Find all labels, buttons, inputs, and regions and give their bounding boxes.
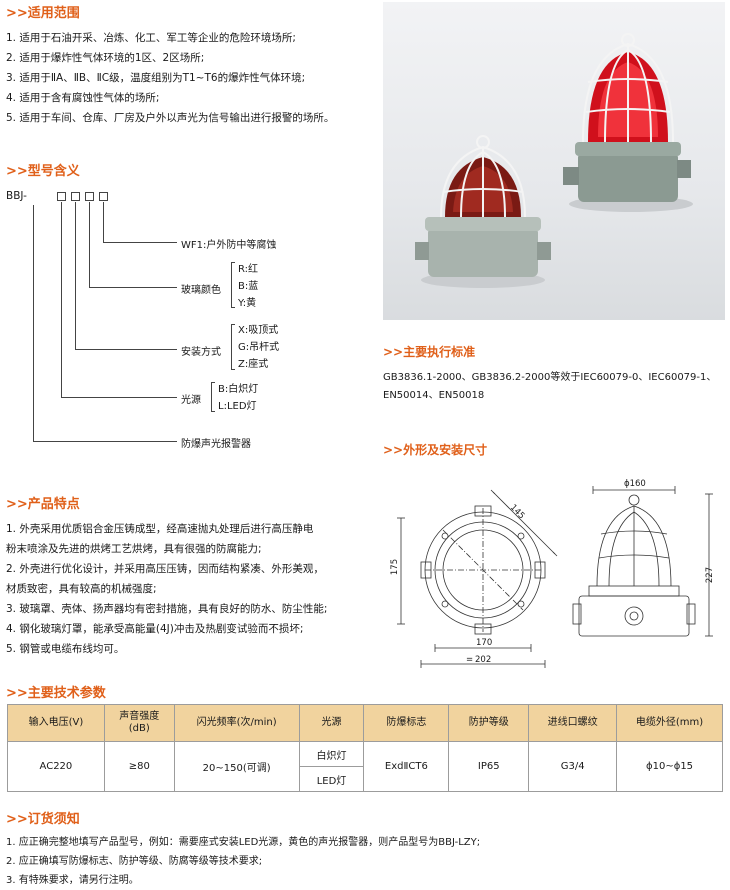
th-ip: 防护等级 [448, 704, 530, 742]
mount-option: Z:座式 [238, 359, 269, 370]
cell-voltage: AC220 [7, 741, 105, 792]
mount-option: X:吸顶式 [238, 325, 279, 336]
params-title: >>主要技术参数 [6, 686, 106, 701]
dim-160: ϕ160 [624, 479, 646, 489]
order-item: 3. 有特殊要求，请另行注明。 [6, 875, 139, 886]
leader-line [33, 441, 177, 442]
cell-light-2: LED灯 [298, 766, 365, 792]
scope-item: 3. 适用于ⅡA、ⅡB、ⅡC级，温度组别为T1~T6的爆炸性气体环境; [6, 72, 306, 84]
th-sound: 声音强度 (dB) [103, 704, 175, 742]
code-box-3 [85, 192, 94, 201]
glass-option: R:红 [238, 264, 259, 275]
alarm-lights-image [415, 33, 693, 288]
glass-option: B:蓝 [238, 281, 259, 292]
cell-cable: ϕ10~ϕ15 [616, 741, 723, 792]
leader-line [75, 349, 177, 350]
dimension-drawing [383, 478, 723, 678]
feature-line: 4. 钢化玻璃灯罩，能承受高能量(4J)冲击及热剧变试验而不损坏; [6, 623, 304, 635]
dim-170: 170 [476, 638, 493, 648]
scope-title: >>适用范围 [6, 6, 80, 21]
leader-line [33, 205, 34, 441]
scope-item: 1. 适用于石油开采、冶炼、化工、军工等企业的危险环境场所; [6, 32, 296, 44]
light-label: 光源 [181, 395, 201, 406]
model-wf: WF1:户外防中等腐蚀 [181, 240, 277, 251]
dim-202-prefix: = [466, 655, 474, 665]
th-light: 光源 [298, 704, 365, 742]
table-header-row: 输入电压(V) 声音强度 (dB) 闪光频率(次/min) 光源 防爆标志 防护… [7, 704, 723, 742]
brace [211, 382, 215, 412]
product-name: 防爆声光报警器 [181, 439, 251, 450]
leader-line [89, 202, 90, 287]
leader-line [103, 242, 177, 243]
order-title: >>订货须知 [6, 812, 80, 827]
glass-label: 玻璃颜色 [181, 285, 221, 296]
leader-line [75, 202, 76, 349]
features-title: >>产品特点 [6, 497, 80, 512]
glass-option: Y:黄 [238, 298, 257, 309]
standards-title: >>主要执行标准 [383, 345, 476, 359]
cell-ex: ExdⅡCT6 [363, 741, 450, 792]
feature-line: 5. 钢管或电缆布线均可。 [6, 643, 125, 655]
th-thread: 进线口螺纹 [528, 704, 618, 742]
mount-label: 安装方式 [181, 347, 221, 358]
feature-line: 粉末喷涂及先进的烘烤工艺烘烤，具有很强的防腐能力; [6, 543, 262, 555]
feature-line: 2. 外壳进行优化设计，并采用高压压铸，因而结构紧凑、外形美观， [6, 563, 324, 575]
leader-line [61, 397, 177, 398]
cell-ip: IP65 [448, 741, 530, 792]
cell-thread: G3/4 [528, 741, 618, 792]
scope-item: 2. 适用于爆炸性气体环境的1区、2区场所; [6, 52, 205, 64]
model-code: BBJ- [6, 190, 27, 202]
dimensions-title: >>外形及安装尺寸 [383, 443, 488, 457]
params-table: 输入电压(V) 声音强度 (dB) 闪光频率(次/min) 光源 防爆标志 防护… [7, 704, 723, 792]
model-title: >>型号含义 [6, 164, 80, 179]
th-sound-text: 声音强度 (dB) [119, 711, 160, 734]
leader-line [103, 202, 104, 242]
standards-line: EN50014、EN50018 [383, 390, 485, 401]
brace [231, 324, 235, 370]
light-option: L:LED灯 [218, 401, 257, 412]
cell-flash: 20~150(可调) [173, 741, 300, 792]
cell-light-1: 白炽灯 [298, 741, 365, 767]
feature-line: 材质致密，具有较高的机械强度; [6, 583, 157, 595]
brace [231, 262, 235, 308]
code-box-4 [99, 192, 108, 201]
table-row: AC220 ≥80 20~150(可调) 白炽灯 ExdⅡCT6 IP65 G3… [7, 741, 723, 792]
cell-sound: ≥80 [103, 741, 175, 792]
dim-202: 202 [475, 655, 492, 665]
code-box-2 [71, 192, 80, 201]
code-box-1 [57, 192, 66, 201]
table-row: LED灯 [8, 766, 723, 792]
leader-line [89, 287, 177, 288]
scope-item: 5. 适用于车间、仓库、厂房及户外以声光为信号输出进行报警的场所。 [6, 112, 335, 124]
feature-line: 3. 玻璃罩、壳体、扬声器均有密封措施，具有良好的防水、防尘性能; [6, 603, 328, 615]
th-cable: 电缆外径(mm) [616, 704, 723, 742]
installation-drawing [397, 486, 713, 668]
scope-item: 4. 适用于含有腐蚀性气体的场所; [6, 92, 160, 104]
light-option: B:白炽灯 [218, 384, 259, 395]
feature-line: 1. 外壳采用优质铝合金压铸成型，经高速抛丸处理后进行高压静电 [6, 523, 314, 535]
order-item: 1. 应正确完整地填写产品型号，例如：需要座式安装LED光源，黄色的声光报警器，… [6, 837, 481, 848]
standards-line: GB3836.1-2000、GB3836.2-2000等效于IEC60079-0… [383, 372, 717, 383]
th-flash: 闪光频率(次/min) [173, 704, 300, 742]
leader-line [61, 202, 62, 397]
th-voltage: 输入电压(V) [7, 704, 105, 742]
dim-175: 175 [390, 558, 401, 576]
product-photo [383, 2, 725, 320]
order-item: 2. 应正确填写防爆标志、防护等级、防腐等级等技术要求; [6, 856, 263, 867]
th-ex: 防爆标志 [363, 704, 450, 742]
mount-option: G:吊杆式 [238, 342, 280, 353]
dim-227: 227 [705, 566, 716, 584]
